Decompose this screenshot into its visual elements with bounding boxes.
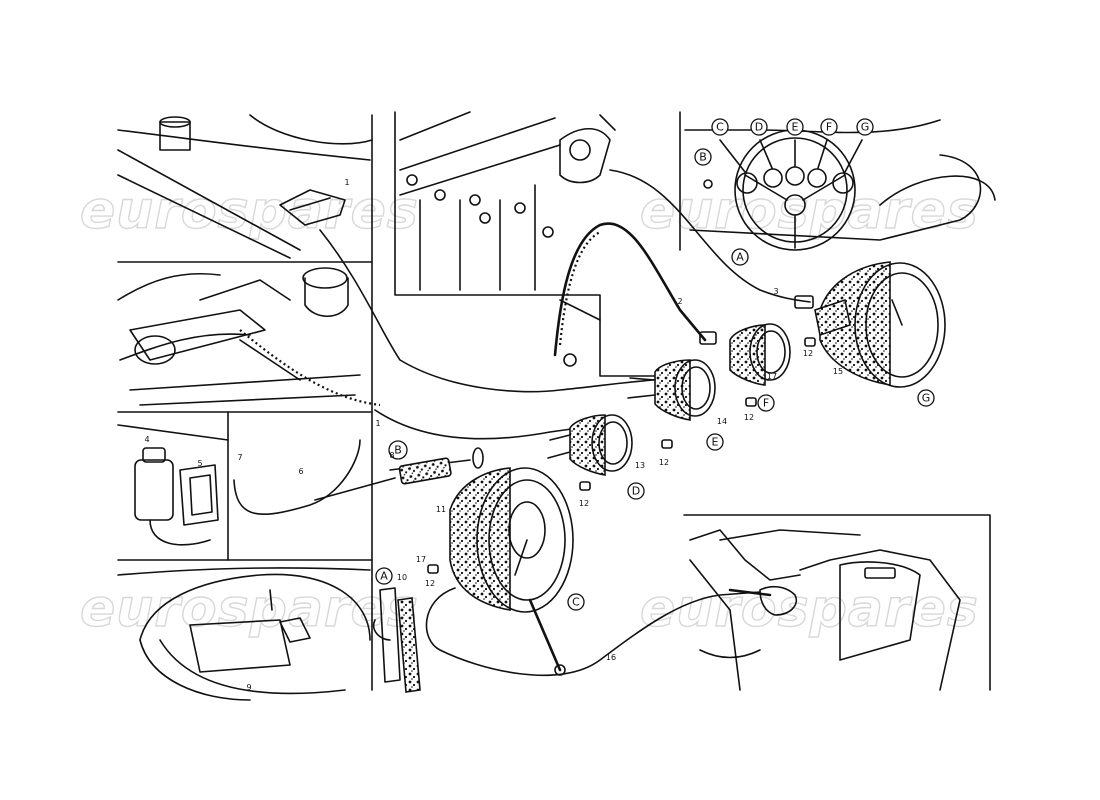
- part-16: 16: [606, 653, 616, 662]
- part-13: 13: [635, 461, 645, 470]
- tachometer-drive-cable: [553, 222, 717, 367]
- watermark-top-right: eurospares: [640, 181, 979, 241]
- watermark-bottom-left: eurospares: [80, 579, 419, 639]
- part-10: 10: [397, 573, 407, 582]
- main-cable-run: [239, 229, 681, 440]
- gauge-e: [627, 359, 716, 421]
- label-e-top: E: [792, 121, 799, 134]
- watermarks: eurospares eurospares eurospares eurospa…: [79, 180, 979, 639]
- part-9: 9: [246, 683, 251, 692]
- engine-panel-frame: [394, 111, 681, 377]
- part-1-top: 1: [344, 178, 349, 187]
- dashboard-panel: [684, 119, 996, 251]
- reservoir-bracket: [179, 464, 219, 526]
- fuel-tank-panel: [117, 567, 371, 701]
- label-c-top: C: [716, 121, 724, 134]
- gauge-f: [729, 323, 791, 386]
- part-5: 5: [197, 459, 202, 468]
- gearbox-panel-frame: [683, 514, 991, 691]
- dash-warning-b: [703, 179, 713, 189]
- part-4: 4: [144, 435, 149, 444]
- reservoir-bottle: [134, 459, 174, 521]
- part-7: 7: [237, 453, 242, 462]
- bracket-a: [372, 587, 421, 693]
- watermark-bottom-right: eurospares: [640, 579, 979, 639]
- letter-callouts: C D E F G B A G F E D C B A: [375, 118, 935, 611]
- gauge-d: [547, 414, 633, 476]
- label-b-top: B: [699, 151, 707, 164]
- label-d-top: D: [755, 121, 763, 134]
- part-2: 2: [677, 297, 682, 306]
- part-12-d: 12: [579, 499, 589, 508]
- dash-gauge-c: [736, 172, 758, 194]
- part-11: 11: [436, 505, 446, 514]
- part-12-a: 12: [803, 349, 813, 358]
- gauge-c-speedometer: [449, 467, 574, 676]
- part-number-callouts: 1 1 2 3 4 5 6 7 8 9 10 11 12 12 12 12 12…: [144, 178, 843, 692]
- speedometer-cable-upper: [609, 169, 814, 309]
- label-c-mid: C: [572, 596, 580, 609]
- part-12-b: 12: [744, 413, 754, 422]
- label-f-mid: F: [763, 397, 769, 410]
- dash-gauge-d: [763, 168, 783, 188]
- part-1-mid: 1: [375, 419, 380, 428]
- gauge-g-revcounter: [814, 261, 946, 388]
- speedometer-cable-16: [425, 587, 772, 677]
- part-3: 3: [773, 287, 778, 296]
- part-14: 14: [717, 417, 727, 426]
- part-6: 6: [298, 467, 303, 476]
- label-e-mid: E: [712, 436, 719, 449]
- label-g-top: G: [861, 121, 870, 134]
- label-f-top: F: [826, 121, 832, 134]
- panel-frames: [117, 111, 991, 691]
- label-a-bottom: A: [380, 570, 388, 583]
- label-a-top: A: [736, 251, 744, 264]
- part-12-e: 12: [425, 579, 435, 588]
- dash-gauge-f: [807, 168, 827, 188]
- part-8: 8: [389, 451, 394, 460]
- part-12-c: 12: [659, 458, 669, 467]
- oil-pipe-b: [314, 447, 484, 501]
- dash-gauge-g: [832, 172, 854, 194]
- engine-bay-panel: [117, 267, 361, 406]
- part-15: 15: [833, 367, 843, 376]
- part-17-a: 17: [767, 372, 777, 381]
- washer-reservoir-panel: [117, 424, 361, 546]
- label-b-mid: B: [394, 444, 402, 457]
- gearbox-panel: [689, 529, 961, 691]
- bulb-holders: [427, 337, 816, 574]
- top-left-body-panel: [117, 114, 373, 259]
- fuse-box: [279, 189, 346, 226]
- label-g-mid: G: [922, 392, 931, 405]
- dash-gauge-e: [785, 166, 805, 186]
- watermark-top-left: eurospares: [80, 181, 419, 241]
- engine-block-panel: [399, 111, 616, 321]
- part-17-b: 17: [416, 555, 426, 564]
- label-d-mid: D: [632, 485, 640, 498]
